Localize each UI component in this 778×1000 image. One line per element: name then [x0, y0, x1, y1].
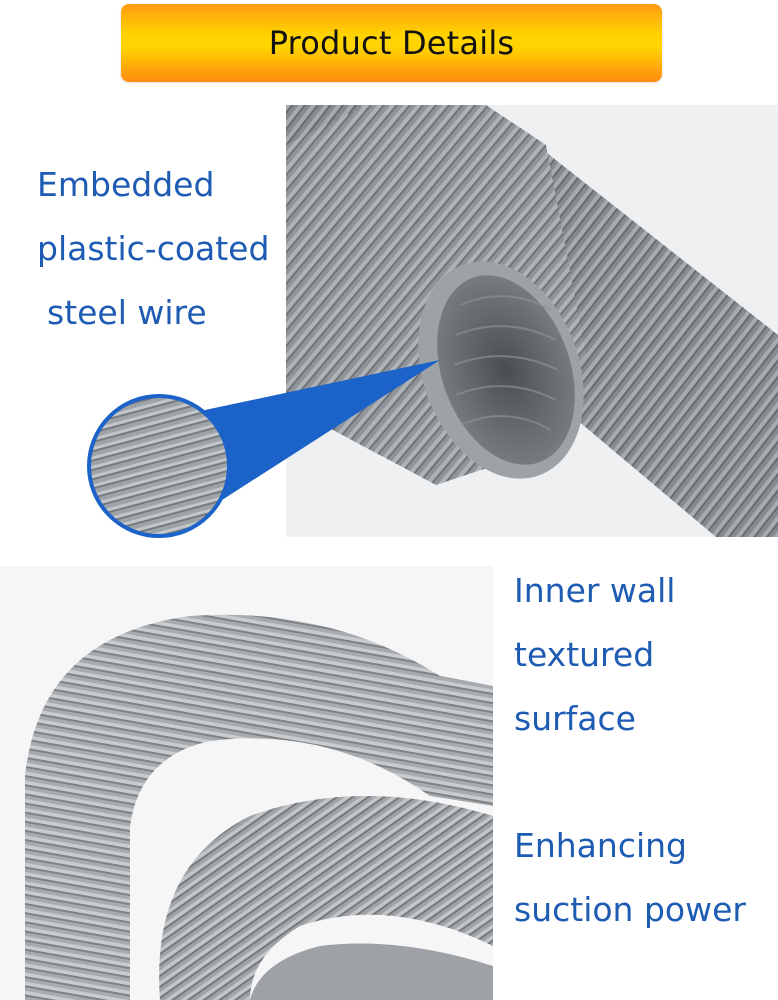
- wire-callout-line3: steel wire: [47, 293, 207, 332]
- inner-wall-line2: textured: [514, 635, 655, 674]
- banner-title: Product Details: [268, 24, 515, 62]
- suction-line2: suction power: [514, 890, 746, 929]
- product-details-banner: Product Details: [121, 4, 662, 82]
- wire-callout-line2: plastic-coated: [37, 229, 270, 268]
- hose-coil-photo: [0, 566, 493, 1000]
- inner-wall-line3: surface: [514, 699, 636, 738]
- zoom-circle-wire-detail: [86, 393, 232, 539]
- suction-line1: Enhancing: [514, 826, 687, 865]
- wire-callout-line1: Embedded: [37, 165, 215, 204]
- inner-wall-line1: Inner wall: [514, 571, 676, 610]
